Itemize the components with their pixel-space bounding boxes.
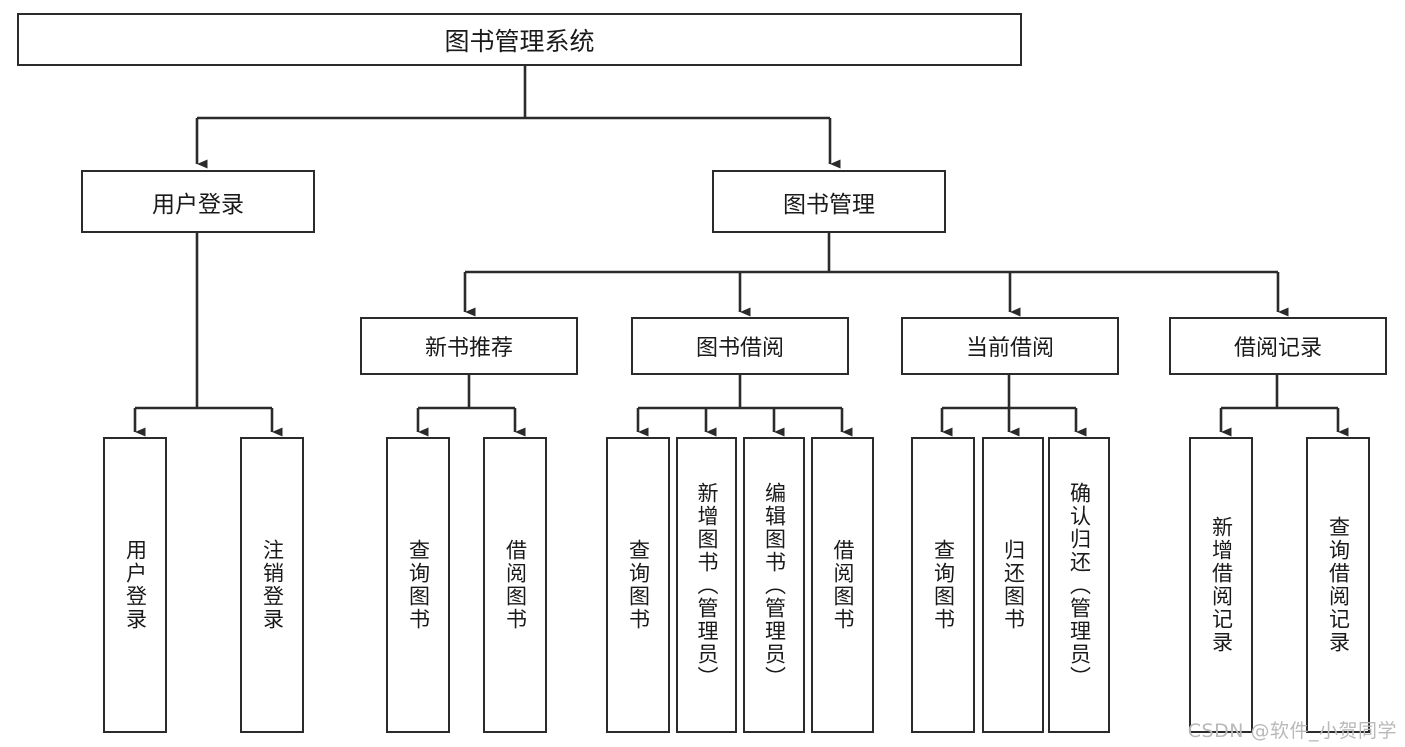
leaf-label: 用户登录 <box>123 539 148 631</box>
node-borrow-record[interactable]: 借阅记录 <box>1169 317 1387 375</box>
leaf-user-login-signin[interactable]: 用户登录 <box>103 437 167 733</box>
leaf-current-confirm-return-admin[interactable]: 确认归还（管理员） <box>1048 437 1110 733</box>
leaf-new-book-borrow[interactable]: 借阅图书 <box>483 437 547 733</box>
leaf-borrow-edit-book-admin[interactable]: 编辑图书（管理员） <box>743 437 805 733</box>
leaf-current-query-book[interactable]: 查询图书 <box>911 437 975 733</box>
node-new-book-recommend-label: 新书推荐 <box>424 336 513 361</box>
leaf-current-return-book[interactable]: 归还图书 <box>982 437 1044 733</box>
watermark: CSDN @软件_小贺同学 <box>1187 720 1397 742</box>
leaf-label: 查询图书 <box>406 539 431 631</box>
node-root-label: 图书管理系统 <box>444 26 595 56</box>
leaf-label: 新增借阅记录 <box>1209 516 1234 654</box>
leaf-record-add[interactable]: 新增借阅记录 <box>1189 437 1253 733</box>
leaf-label: 确认归还（管理员） <box>1067 481 1092 689</box>
leaf-borrow-query-book[interactable]: 查询图书 <box>606 437 670 733</box>
leaf-label: 归还图书 <box>1001 539 1026 631</box>
leaf-borrow-add-book-admin[interactable]: 新增图书（管理员） <box>676 437 737 733</box>
node-borrow-record-label: 借阅记录 <box>1233 336 1322 361</box>
leaf-label: 编辑图书（管理员） <box>762 481 787 689</box>
node-book-management-label: 图书管理 <box>783 191 875 218</box>
node-current-borrow[interactable]: 当前借阅 <box>901 317 1119 375</box>
leaf-label: 新增图书（管理员） <box>695 481 719 689</box>
node-book-borrow-label: 图书借阅 <box>695 336 784 361</box>
node-current-borrow-label: 当前借阅 <box>965 336 1054 361</box>
node-book-borrow[interactable]: 图书借阅 <box>631 317 849 375</box>
node-user-login[interactable]: 用户登录 <box>81 170 315 233</box>
node-book-management[interactable]: 图书管理 <box>712 170 946 233</box>
leaf-user-login-signout[interactable]: 注销登录 <box>240 437 304 733</box>
node-root[interactable]: 图书管理系统 <box>17 13 1022 66</box>
leaf-label: 查询借阅记录 <box>1326 516 1351 654</box>
leaf-label: 借阅图书 <box>503 539 528 631</box>
leaf-label: 注销登录 <box>260 539 285 631</box>
leaf-new-book-query[interactable]: 查询图书 <box>386 437 450 733</box>
node-user-login-label: 用户登录 <box>152 191 244 218</box>
leaf-label: 借阅图书 <box>831 539 855 631</box>
leaf-label: 查询图书 <box>626 539 651 631</box>
leaf-borrow-borrow-book[interactable]: 借阅图书 <box>811 437 874 733</box>
leaf-label: 查询图书 <box>931 539 956 631</box>
node-new-book-recommend[interactable]: 新书推荐 <box>360 317 578 375</box>
leaf-record-query[interactable]: 查询借阅记录 <box>1306 437 1370 733</box>
